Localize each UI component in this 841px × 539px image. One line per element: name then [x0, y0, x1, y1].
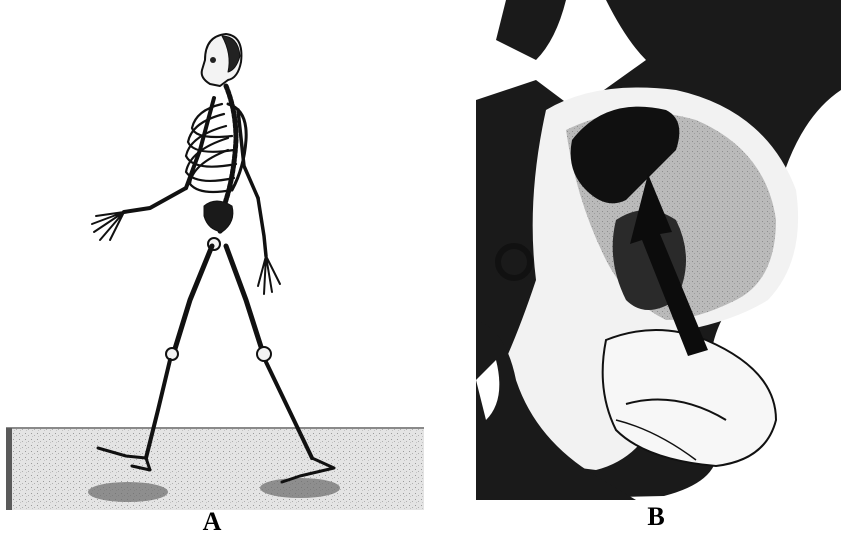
floor-surface: [6, 428, 424, 510]
panel-b-hip-joint: [476, 0, 841, 539]
panel-label-a: A: [192, 507, 232, 537]
pelvis: [204, 201, 233, 232]
hand-front: [92, 212, 124, 240]
leg-front: [174, 246, 212, 352]
foot-shadow-left: [88, 482, 168, 502]
leg-back: [226, 246, 262, 350]
panel-a-skeleton: [0, 0, 430, 539]
hand-back: [258, 256, 280, 294]
arm-back: [238, 110, 258, 198]
skeleton-illustration: [0, 0, 430, 539]
arm-front: [186, 98, 214, 188]
hip-joint-illustration: [476, 0, 841, 539]
panel-label-b: B: [636, 502, 676, 532]
foot-shadow-right: [260, 478, 340, 498]
